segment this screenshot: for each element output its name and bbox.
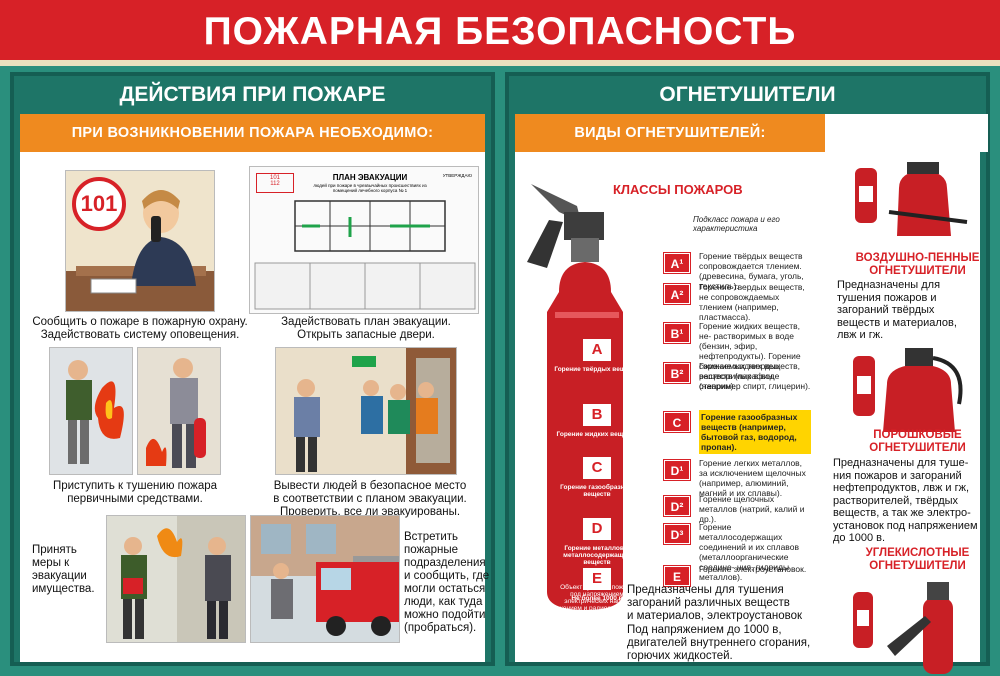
bottle-class-label-4: Не более 1000 в [571, 595, 623, 602]
extinguishing-illustration-1 [49, 347, 133, 475]
extinguishing-illustration-2 [137, 347, 221, 475]
person-carrying-box-figure [107, 516, 245, 642]
extinguishers-panel: ОГНЕТУШИТЕЛИ ВИДЫ ОГНЕТУШИТЕЛЕЙ: КЛАССЫ … [505, 72, 990, 674]
extinguishers-header: ОГНЕТУШИТЕЛИ [659, 83, 836, 106]
bottle-class-label-0: Горение твёрдых веществ [554, 366, 640, 373]
plan-title: ПЛАН ЭВАКУАЦИИ [332, 173, 408, 182]
bottle-bottom-label: Объект тушения пожара под напряжением эл… [558, 584, 636, 619]
bottle-class-1: B [583, 404, 611, 426]
extinguishers-content: ВИДЫ ОГНЕТУШИТЕЛЕЙ: КЛАССЫ ПОЖАРОВ A Горе… [515, 114, 988, 674]
subclass-badge-6: D² [664, 496, 690, 516]
man-with-fire-figure [50, 348, 132, 474]
bottle-class-4: E [583, 568, 611, 590]
subclass-title: Подкласс пожара и его характеристика [693, 215, 780, 233]
subclass-badge-4: C [664, 412, 690, 432]
step-report-caption: Сообщить о пожаре в пожарную охрану.Заде… [32, 316, 248, 341]
bottle-class-label-3: Горение металлов и металлосодержащих вещ… [563, 545, 631, 566]
subclass-text-3: Горение жидких веществ, растворимых в во… [699, 361, 811, 391]
page-title: ПОЖАРНАЯ БЕЗОПАСНОСТЬ [203, 10, 797, 53]
property-evacuation-illustration [106, 515, 246, 643]
powder-type-desc: Предназначены для туше-ния пожаров и заг… [833, 457, 978, 544]
subclass-badge-8: E [664, 566, 690, 586]
man-with-extinguisher-figure [138, 348, 220, 474]
step-plan-caption: Задействовать план эвакуации.Открыть зап… [281, 316, 451, 341]
floor-plan-drawing [254, 200, 476, 310]
fire-actions-subheader: ПРИ ВОЗНИКНОВЕНИИ ПОЖАРА НЕОБХОДИМО: [20, 114, 485, 152]
fire-actions-header: ДЕЙСТВИЯ ПРИ ПОЖАРЕ [119, 83, 386, 106]
subclass-text-8: Горение электроустановок. [699, 564, 807, 574]
subclass-text-6: Горение щелочных металлов (натрий, калий… [699, 494, 805, 524]
subclass-text-0: Горение твёрдых веществ сопровождается т… [699, 251, 804, 291]
evacuation-illustration [275, 347, 457, 475]
fire-actions-panel: ДЕЙСТВИЯ ПРИ ПОЖАРЕ ПРИ ВОЗНИКНОВЕНИИ ПО… [10, 72, 495, 666]
subclass-text-7: Горение металлосодержащих соединений и и… [699, 522, 799, 582]
powder-extinguisher-icon [853, 348, 963, 432]
bottle-class-label-1: Горение жидких веществ [556, 431, 638, 438]
bottle-class-3: D [583, 518, 611, 540]
plan-approve: УТВЕРЖДАЮ [442, 173, 472, 178]
plan-subtitle: людей при пожаре в чрезвычайных происшес… [313, 183, 427, 193]
subclass-text-2: Горение жидких веществ, не- растворимых … [699, 321, 801, 391]
subclass-badge-2: B¹ [664, 323, 690, 343]
subclass-badge-3: B² [664, 363, 690, 383]
bottle-class-0: A [583, 339, 611, 361]
subclass-badge-5: D¹ [664, 460, 690, 480]
emergency-number-badge: 101 [72, 177, 126, 231]
bottle-class-2: C [583, 457, 611, 479]
bottle-class-label-2: Горение газообразных веществ [560, 484, 634, 498]
subclass-text-4: Горение газообразных веществ (например, … [699, 410, 811, 454]
fire-actions-content: ПРИ ВОЗНИКНОВЕНИИ ПОЖАРА НЕОБХОДИМО: 101… [20, 114, 489, 662]
foam-extinguisher-icon [855, 162, 968, 236]
subclass-badge-0: A¹ [664, 253, 690, 273]
extinguishers-subheader: ВИДЫ ОГНЕТУШИТЕЛЕЙ: [515, 114, 825, 152]
people-evacuating-figure [276, 348, 456, 474]
subclass-text-1: Горение твердых веществ, не сопровождаем… [699, 282, 805, 322]
fire-classes-title: КЛАССЫ ПОЖАРОВ [613, 182, 743, 197]
phone-call-illustration: 101 [65, 170, 215, 312]
title-bar: ПОЖАРНАЯ БЕЗОПАСНОСТЬ [0, 0, 1000, 66]
subclass-text-5: Горение легких металлов, за исключением … [699, 458, 806, 498]
fire-truck-figure [251, 516, 399, 642]
fire-brigade-illustration [250, 515, 400, 643]
operator-figure [66, 171, 214, 311]
subclass-badge-7: D³ [664, 524, 690, 544]
co2-extinguisher-icon [853, 582, 953, 674]
subclass-badge-1: A² [664, 284, 690, 304]
